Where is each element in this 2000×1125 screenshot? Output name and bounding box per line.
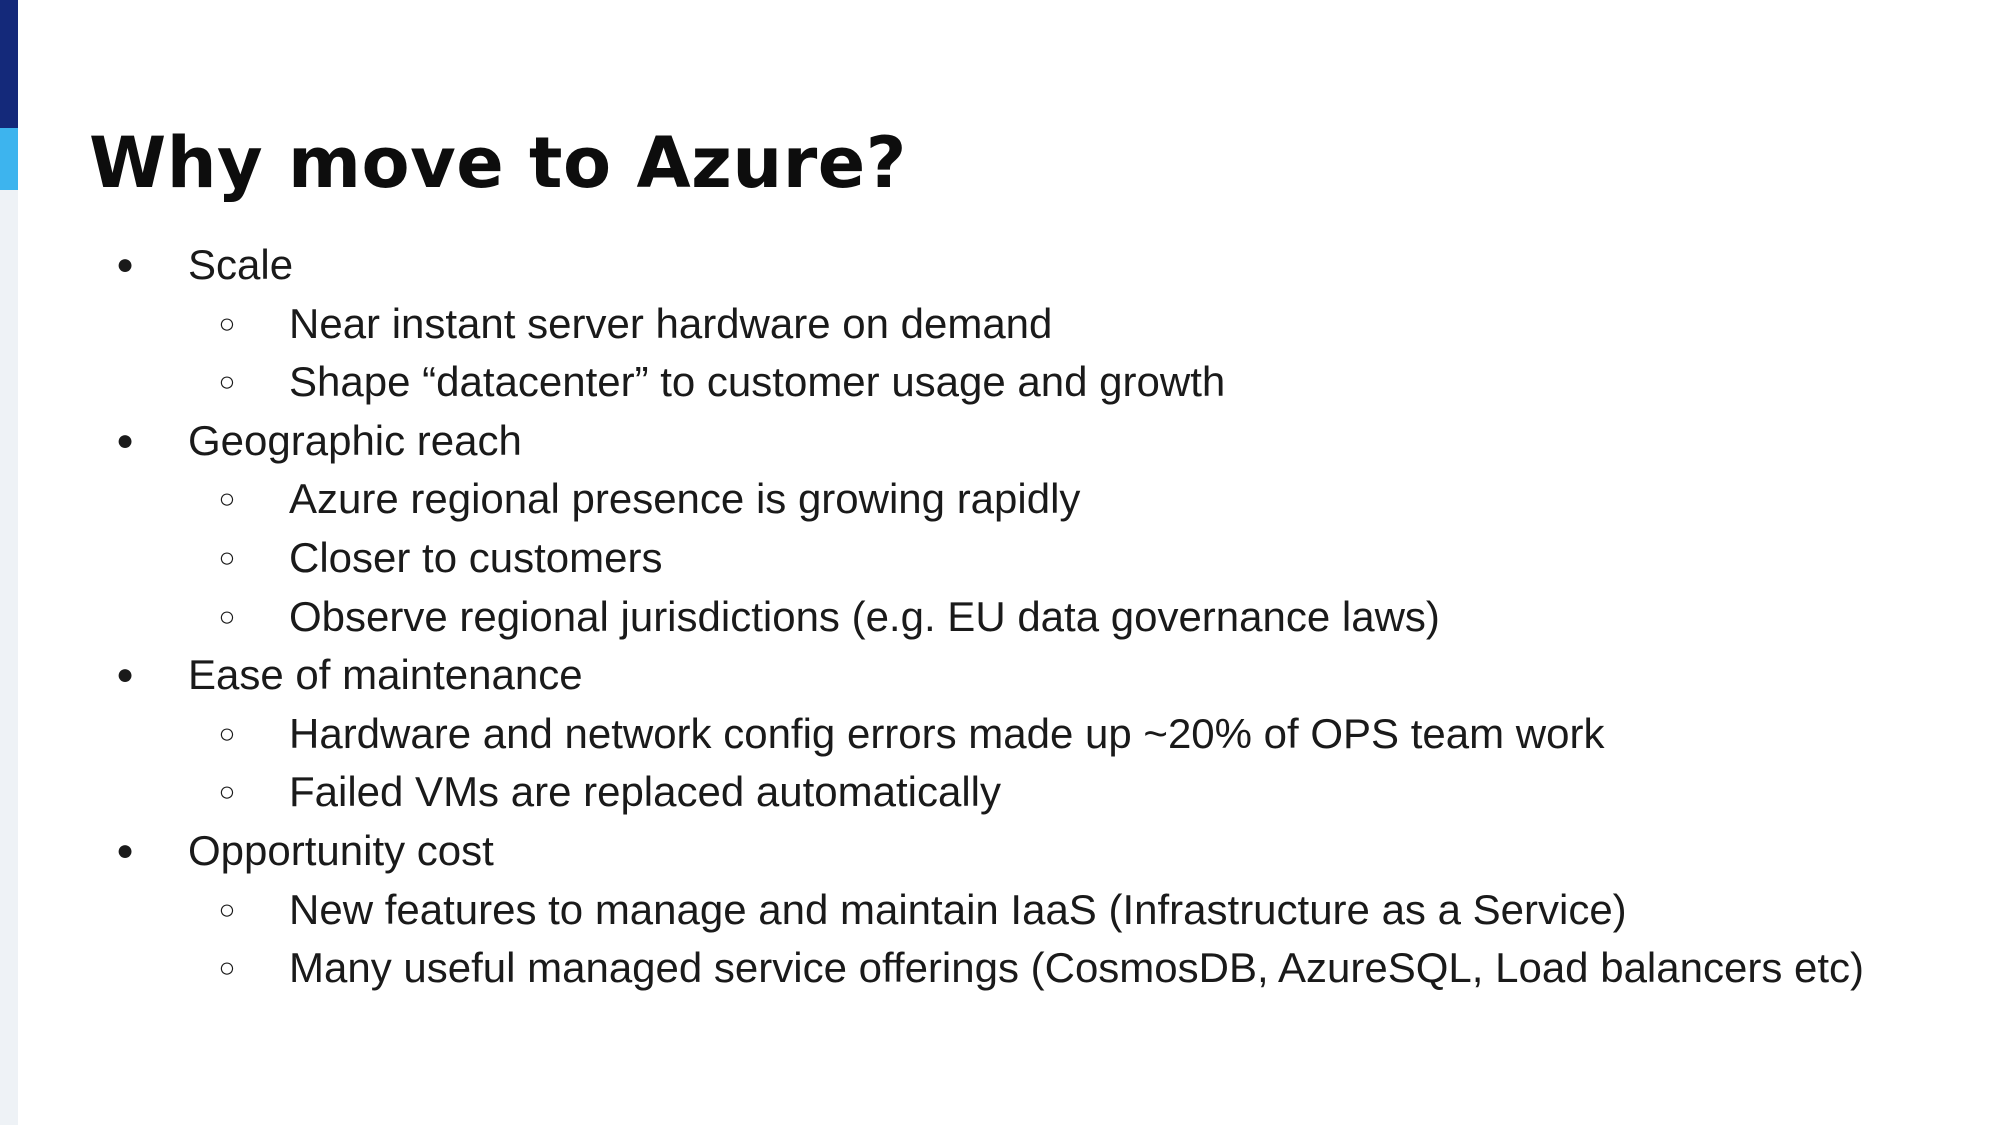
sub-bullet-marker: ○ (218, 483, 236, 515)
accent-bar-dark-segment (0, 0, 18, 128)
accent-bar-light-segment (0, 128, 18, 190)
sub-bullet-marker: ○ (218, 952, 236, 984)
sub-bullet-text: Observe regional jurisdictions (e.g. EU … (289, 592, 1440, 640)
sub-bullet-marker: ○ (218, 893, 236, 925)
bullet-item: ● Opportunity cost (0, 822, 1960, 881)
bullet-item: ● Geographic reach (0, 412, 1960, 471)
sub-bullet-item: ○ Shape “datacenter” to customer usage a… (0, 353, 1960, 412)
sub-bullet-item: ○ New features to manage and maintain Ia… (0, 881, 1960, 940)
bullet-marker: ● (115, 423, 135, 457)
accent-bar (0, 0, 18, 1125)
sub-bullet-text: Closer to customers (289, 533, 663, 581)
sub-bullet-item: ○ Azure regional presence is growing rap… (0, 470, 1960, 529)
bullet-item: ● Scale (0, 236, 1960, 295)
sub-bullet-marker: ○ (218, 776, 236, 808)
sub-bullet-text: Many useful managed service offerings (C… (289, 944, 1864, 992)
sub-bullet-item: ○ Many useful managed service offerings … (0, 939, 1960, 998)
sub-bullet-marker: ○ (218, 600, 236, 632)
sub-bullet-text: Shape “datacenter” to customer usage and… (289, 358, 1226, 406)
bullet-text: Scale (188, 241, 294, 288)
bullet-text: Geographic reach (188, 416, 522, 464)
sub-bullet-marker: ○ (218, 541, 236, 573)
sub-bullet-marker: ○ (218, 366, 236, 398)
sub-bullet-marker: ○ (218, 307, 236, 339)
slide-title: Why move to Azure? (89, 122, 907, 204)
bullet-text: Ease of maintenance (188, 651, 583, 699)
bullet-list: ● Scale ○ Near instant server hardware o… (0, 236, 1960, 998)
sub-bullet-marker: ○ (218, 717, 236, 749)
sub-bullet-text: Hardware and network config errors made … (289, 709, 1605, 757)
sub-bullet-text: Failed VMs are replaced automatically (289, 768, 1001, 816)
sub-bullet-text: Azure regional presence is growing rapid… (289, 475, 1081, 523)
sub-bullet-item: ○ Observe regional jurisdictions (e.g. E… (0, 588, 1960, 647)
bullet-item: ● Ease of maintenance (0, 646, 1960, 705)
sub-bullet-text: New features to manage and maintain IaaS… (289, 885, 1627, 933)
bullet-marker: ● (115, 248, 135, 281)
bullet-marker: ● (115, 833, 135, 867)
sub-bullet-item: ○ Closer to customers (0, 529, 1960, 588)
sub-bullet-item: ○ Hardware and network config errors mad… (0, 705, 1960, 764)
sub-bullet-text: Near instant server hardware on demand (289, 299, 1053, 347)
sub-bullet-item: ○ Failed VMs are replaced automatically (0, 763, 1960, 822)
sub-bullet-item: ○ Near instant server hardware on demand (0, 295, 1960, 354)
bullet-text: Opportunity cost (188, 826, 494, 874)
bullet-marker: ● (115, 658, 135, 692)
accent-bar-pale-segment (0, 190, 18, 1125)
